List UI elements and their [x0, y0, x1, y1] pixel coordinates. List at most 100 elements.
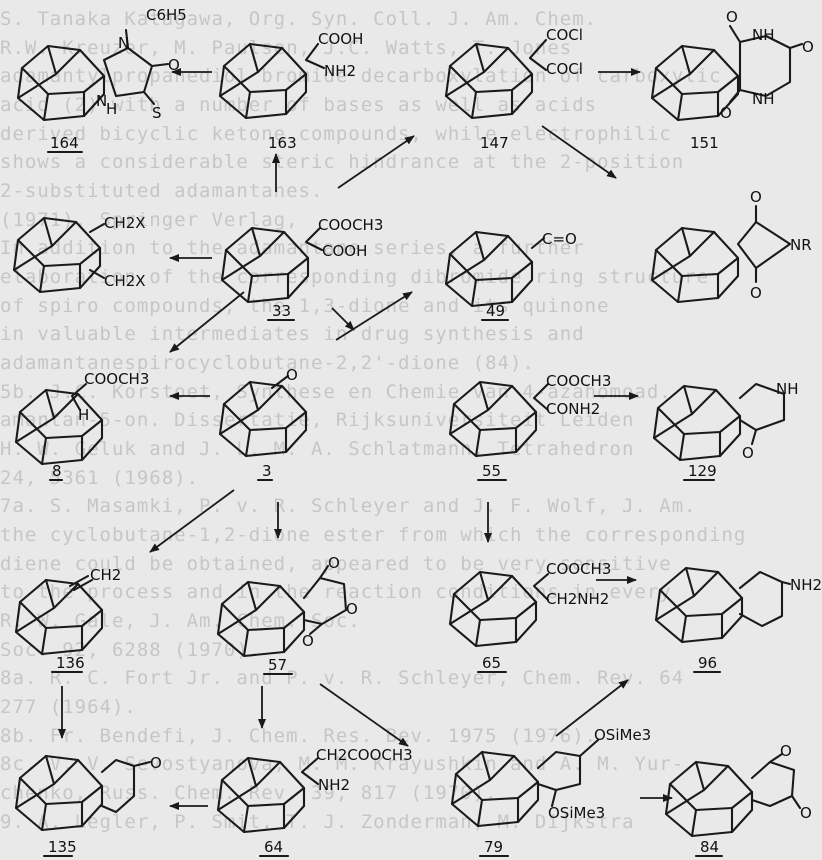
background-text-line: 2-substituted adamantanes. — [0, 180, 324, 202]
arrow-79-to-96 — [555, 679, 629, 737]
compound-136: CH2 136 — [14, 566, 121, 674]
label-c6h5: C6H5 — [146, 6, 187, 24]
compound-number: 96 — [698, 654, 717, 672]
background-text-line: adamantanespirocyclobutane-2,2'-dione (8… — [0, 352, 535, 374]
background-text-line: of spiro compounds, the 1,3-dione and it… — [0, 295, 610, 317]
compound-57: O O O 57 — [216, 554, 358, 676]
label-nh2: NH2 — [790, 576, 822, 594]
label-o: O — [328, 554, 340, 572]
compound-number: 65 — [482, 654, 501, 672]
label-ch2x: CH2X — [104, 214, 146, 232]
background-text-line: derived bicyclic ketone compounds, while… — [0, 123, 672, 145]
background-text-line: diene could be obtained, appeared to be … — [0, 553, 672, 575]
background-text-line: R. W. Gale, J. Am. Chem. Soc. — [0, 610, 361, 632]
label-o: O — [726, 8, 738, 26]
label-o: O — [750, 188, 762, 206]
label-n: N — [96, 92, 107, 110]
compound-64: CH2COOCH3 NH2 64 — [216, 746, 413, 858]
label-c-eq-o: C=O — [542, 230, 577, 248]
background-text-line: 5b. J.C. Korstoet, Synthese en Chemie va… — [0, 381, 672, 403]
arrow-33-to-8 — [169, 291, 245, 353]
compound-number: 8 — [52, 462, 62, 480]
compound-135: O 135 — [14, 754, 162, 858]
label-o: O — [720, 104, 732, 122]
label-o: O — [750, 284, 762, 302]
background-text-line: Soc. 92, 6288 (1970). — [0, 639, 262, 661]
compound-number: 164 — [50, 134, 79, 152]
background-text-line: 277 (1964). — [0, 696, 137, 718]
compound-164: C6H5 N O N H S 164 — [16, 6, 187, 154]
arrow-3-to-136 — [149, 489, 235, 553]
compound-number: 129 — [688, 462, 717, 480]
compound-number: 163 — [268, 134, 297, 152]
label-h: H — [106, 100, 117, 118]
compound-number: 135 — [48, 838, 77, 856]
label-nr: NR — [790, 236, 812, 254]
background-text-line: shows a considerable steric hindrance at… — [0, 151, 685, 173]
compound-number: 147 — [480, 134, 509, 152]
background-text-line: 9. A. Legler, P. Smit, T. J. Zonderman, … — [0, 811, 635, 833]
compound-imide: O NR O — [650, 188, 812, 304]
label-nh: NH — [776, 380, 799, 398]
arrow-147-to-49 — [541, 125, 617, 179]
compound-number: 57 — [268, 656, 287, 674]
compound-163: COOH NH2 163 — [218, 30, 363, 152]
label-cooh: COOH — [322, 242, 367, 260]
label-o: O — [800, 804, 812, 822]
compound-49: C=O 49 — [444, 230, 577, 322]
background-text-line: in valuable intermediates in drug synthe… — [0, 323, 585, 345]
label-cooch3: COOCH3 — [318, 216, 383, 234]
label-cooch3: COOCH3 — [84, 370, 149, 388]
label-cocl: COCl — [546, 26, 583, 44]
arrow-33-to-147 — [337, 135, 415, 189]
label-conh2: CONH2 — [546, 400, 600, 418]
label-o: O — [286, 366, 298, 384]
arrow-57-to-79 — [319, 683, 409, 747]
compound-bis-halomethyl: CH2X CH2X — [12, 214, 146, 294]
label-ch2cooch3: CH2COOCH3 — [316, 746, 413, 764]
label-ch2: CH2 — [90, 566, 121, 584]
label-h: H — [78, 406, 89, 424]
arrow-to-3 — [331, 307, 355, 331]
compound-number: 33 — [272, 302, 291, 320]
compound-number: 79 — [484, 838, 503, 856]
compound-number: 84 — [700, 838, 719, 856]
compound-number: 136 — [56, 654, 85, 672]
compound-number: 64 — [264, 838, 283, 856]
background-text-line: (1971). Springer Verlag, — [0, 209, 299, 231]
background-text-line: to the process and in the reaction condi… — [0, 581, 672, 603]
label-cocl: COCl — [546, 60, 583, 78]
label-osime3: OSiMe3 — [594, 726, 651, 744]
label-nh2: NH2 — [324, 62, 356, 80]
background-text-line: R.W. Kreuzer, M. Paulsen, J.C. Watts, T.… — [0, 37, 573, 59]
compound-147: COCl COCl 147 — [444, 26, 583, 152]
background-text-line: S. Tanaka Katagawa, Org. Syn. Coll. J. A… — [0, 8, 598, 30]
background-text-line: the cyclobutane-1,2-dione ester from whi… — [0, 524, 747, 546]
label-o: O — [742, 444, 754, 462]
label-o: O — [302, 632, 314, 650]
label-o: O — [802, 38, 814, 56]
compound-65: COOCH3 CH2NH2 65 — [448, 560, 611, 674]
compound-129: NH O 129 — [652, 380, 799, 482]
background-text-line: 8b. Fr. Bendefi, J. Chem. Res. Bev. 1975… — [0, 725, 598, 747]
compound-8: COOCH3 H 8 — [14, 370, 149, 482]
label-cooh: COOH — [318, 30, 363, 48]
compound-84: O O 84 — [664, 742, 812, 858]
background-text-line: 7a. S. Masamki, P. v. R. Schleyer and J.… — [0, 495, 697, 517]
arrow-to-55 — [335, 291, 413, 341]
label-n: N — [118, 34, 129, 52]
label-nh: NH — [752, 26, 775, 44]
label-o: O — [150, 754, 162, 772]
label-ch2nh2: CH2NH2 — [546, 590, 609, 608]
compound-3: O 3 — [218, 366, 308, 482]
label-ch2x: CH2X — [104, 272, 146, 290]
compound-number: 55 — [482, 462, 501, 480]
compound-number: 151 — [690, 134, 719, 152]
background-text-line: 24, 5361 (1968). — [0, 467, 200, 489]
compound-79: OSiMe3 OSiMe3 79 — [450, 726, 651, 858]
compound-151: O NH O NH O 151 — [650, 8, 814, 152]
background-text-line: 8a. R. C. Fort Jr. and P. v. R. Schleyer… — [0, 667, 685, 689]
label-o: O — [168, 56, 180, 74]
background-text-line: chenko, Russ. Chem. Rev. 39, 817 (1970). — [0, 782, 498, 804]
